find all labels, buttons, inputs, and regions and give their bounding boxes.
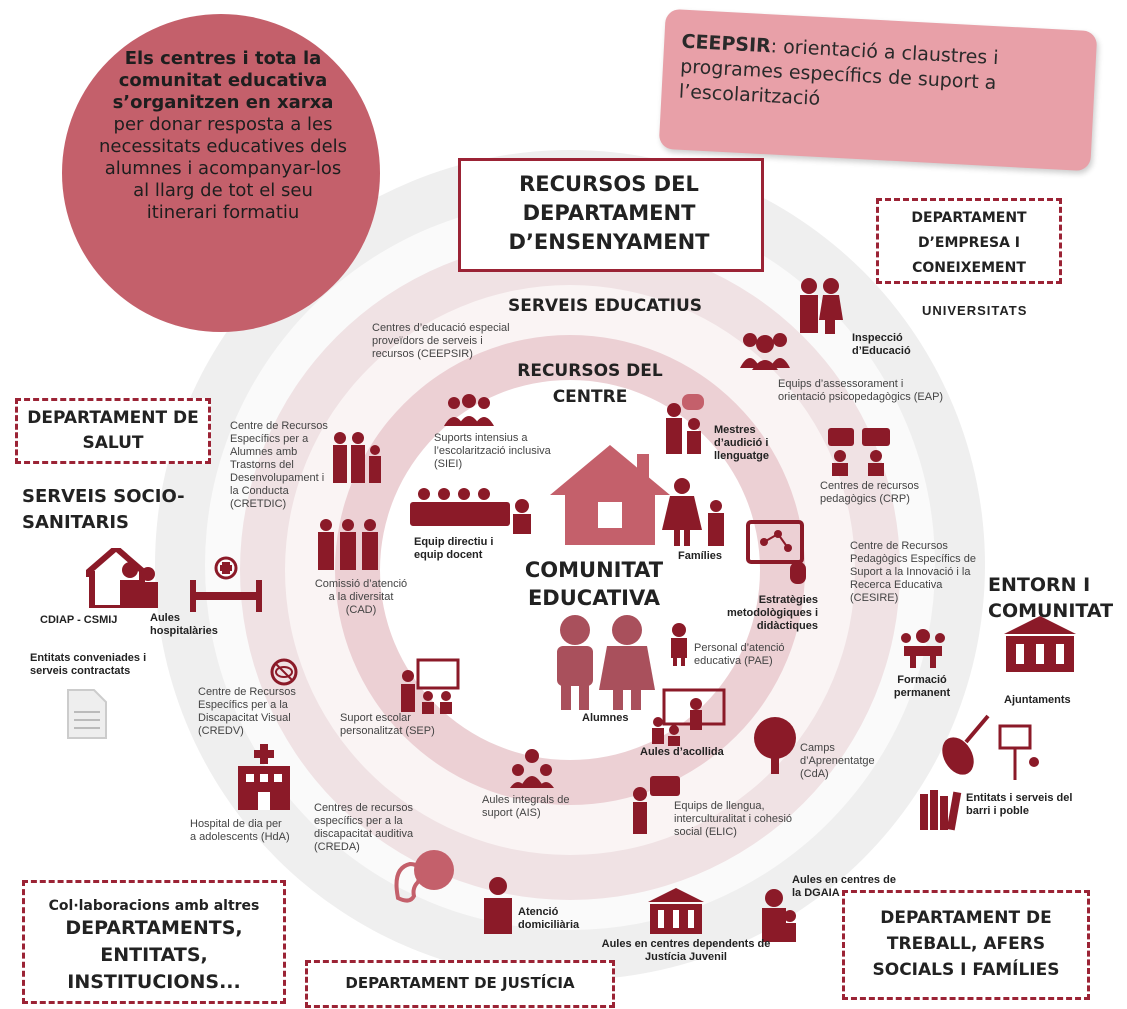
strategies-icon [746,520,812,586]
label-creda: Centres de recursos específics per a la … [314,802,414,853]
box-justicia: DEPARTAMENT DE JUSTÍCIA [305,960,615,1008]
label-cad: Comissió d’atenció a la diversitat (CAD) [314,578,408,616]
sep-icon [398,658,462,714]
label-hospitalaries: Aules hospitalàries [150,612,218,637]
elic-icon [630,776,682,836]
label-inspeccio: Inspecció d’Educació [852,332,911,357]
siei-icon [444,394,494,426]
hospital-icon [236,744,292,810]
students-icon [535,612,665,712]
inspection-icon [795,276,845,336]
intro-bubble [62,14,380,332]
label-acollida: Aules d’acollida [640,746,724,758]
label-ceepsir: Centres d’educació especial proveïdors d… [372,322,510,360]
label-equip: Equip directiu i equip docent [414,536,494,561]
collab-line2: DEPARTAMENTS, ENTITATS, INSTITUCIONS... [65,917,243,993]
dgaia-icon [758,888,798,944]
box-salut: DEPARTAMENT DE SALUT [15,398,211,464]
justice-building-icon [646,888,706,934]
label-families: Famílies [678,550,723,562]
box-treball: DEPARTAMENT DE TREBALL, AFERS SOCIALS I … [842,890,1090,1000]
label-mestres: Mestres d’audició i llenguatge [714,424,770,462]
label-justicia-juvenil: Aules en centres dependents de Justícia … [601,938,771,963]
intro-bold: Els centres i tota la comunitat educativ… [112,48,334,113]
label-sep: Suport escolar personalitzat (SEP) [340,712,435,737]
label-ajuntaments: Ajuntaments [1004,694,1071,706]
label-ais: Aules integrals de suport (AIS) [482,794,570,819]
pae-icon [668,622,690,666]
home-care-icon [478,876,518,936]
staff-icon [410,486,534,536]
books-icon [918,790,962,832]
label-entitats-conv: Entitats conveniades i serveis contracta… [30,652,147,677]
label-cdiap: CDIAP - CSMIJ [40,614,118,626]
inner-title: RECURSOS DEL CENTRE [517,361,663,407]
label-estrategies: Estratègies metodològiques i didàctiques [726,594,818,632]
box-empresa: DEPARTAMENT D’EMPRESA I CONEIXEMENT [876,198,1062,284]
intro-text: Els centres i tota la comunitat educativ… [98,48,348,224]
entorn-heading: ENTORN I COMUNITAT [988,574,1114,622]
label-eap: Equips d’assessorament i orientació psic… [778,378,944,403]
cretdic-icon [328,430,384,484]
ear-icon [388,848,460,904]
label-formacio: Formació permanent [893,674,951,699]
center-title: COMUNITAT EDUCATIVA [524,558,664,610]
acollida-icon [650,688,730,748]
violin-icon [930,712,1040,782]
label-cda: Camps d’Aprenentatge (CdA) [800,742,875,780]
universitats-label: UNIVERSITATS [922,303,1028,318]
ais-icon [510,748,554,788]
crp-icon [826,426,892,476]
label-credv: Centre de Recursos Específics per a la D… [198,686,296,737]
label-dgaia: Aules en centres de la DGAIA [792,874,896,899]
label-cretdic: Centre de Recursos Específics per a Alum… [230,420,328,510]
label-entitats-barri: Entitats i serveis del barri i poble [966,792,1073,817]
bed-icon [188,556,264,612]
tree-icon [752,716,798,774]
cdiap-icon [86,548,172,608]
box-collab: Col·laboracions amb altres DEPARTAMENTS,… [22,880,286,1004]
house-icon [545,440,675,550]
cad-icon [316,518,380,570]
document-icon [64,688,108,740]
label-cesire: Centre de Recursos Pedagògics Específics… [850,540,976,604]
eap-icon [738,330,792,370]
formation-icon [900,628,946,668]
collab-line1: Col·laboracions amb altres [48,898,260,914]
label-domiciliaria: Atenció domiciliària [518,906,580,931]
speech-therapist-icon [664,394,708,456]
outer-title-box [458,158,764,272]
credv-icon [270,658,298,686]
label-siei: Suports intensius a l’escolarització inc… [434,432,551,470]
middle-title: SERVEIS EDUCATIUS [507,296,702,316]
label-hda: Hospital de dia per a adolescents (HdA) [190,818,290,843]
ceepsir-note-bold: CEEPSIR [681,30,772,58]
intro-normal: per donar resposta a les necessitats edu… [98,114,348,223]
label-elic: Equips de llengua, interculturalitat i c… [674,800,793,838]
town-hall-icon [1000,616,1080,672]
label-pae: Personal d’atenció educativa (PAE) [694,642,785,667]
label-alumnes: Alumnes [582,712,629,724]
socio-heading: SERVEIS SOCIO-SANITARIS [22,486,185,533]
outer-title: RECURSOS DEL DEPARTAMENT D’ENSENYAMENT [508,172,710,254]
label-crp: Centres de recursos pedagògics (CRP) [820,480,920,505]
families-icon [662,478,732,546]
